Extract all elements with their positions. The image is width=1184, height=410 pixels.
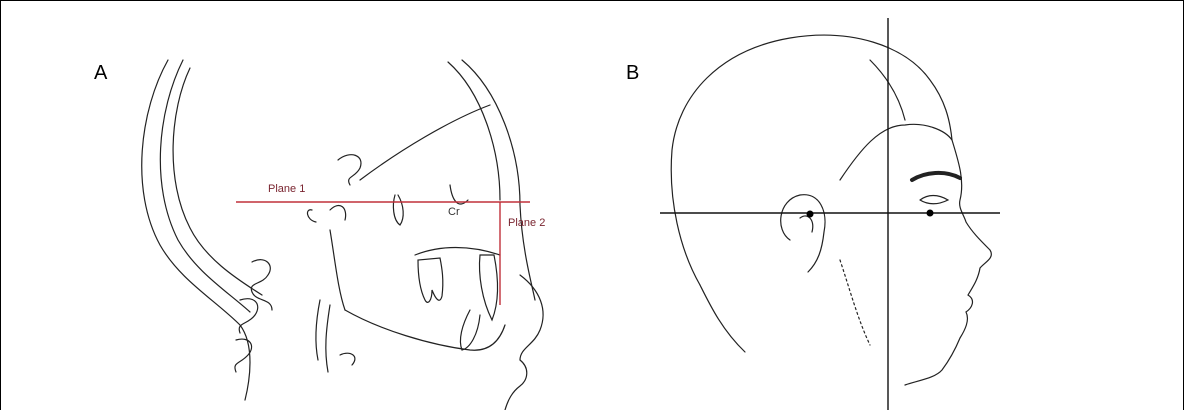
neck-back (700, 285, 745, 352)
jaw (840, 260, 870, 345)
eye (920, 196, 948, 204)
ear-outline (781, 195, 825, 272)
orbitale-point (927, 210, 934, 217)
porion-point (807, 211, 814, 218)
skull-outline (671, 35, 952, 285)
ear-inner (800, 216, 813, 232)
eyebrow (912, 173, 960, 180)
